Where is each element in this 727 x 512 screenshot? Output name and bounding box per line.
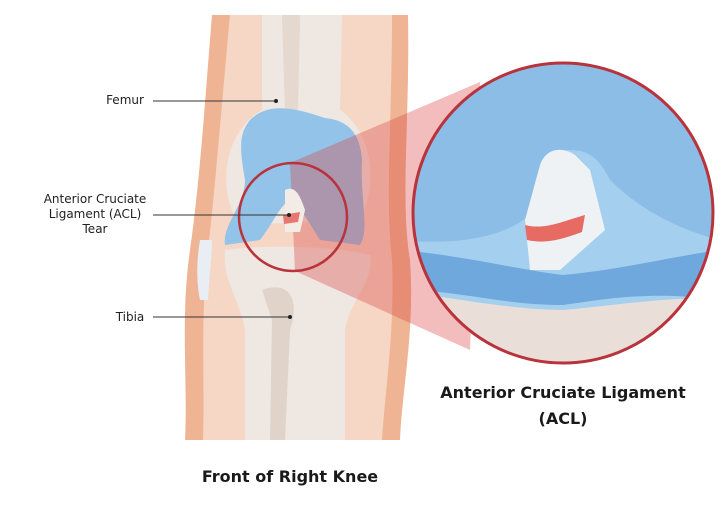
label-femur: Femur: [106, 93, 144, 107]
label-acl-tear: Anterior Cruciate Ligament (ACL) Tear: [40, 192, 150, 237]
label-tibia: Tibia: [115, 310, 145, 324]
magnify-circle-small: [237, 161, 349, 273]
caption-front-of-knee: Front of Right Knee: [201, 467, 379, 486]
caption-acl-line1: Anterior Cruciate Ligament: [440, 383, 686, 402]
caption-acl-line2: (ACL): [538, 409, 588, 428]
label-acl-line1: Anterior Cruciate: [43, 192, 147, 206]
femur-cartilage: [224, 108, 365, 245]
magnify-circle-large: [411, 61, 715, 365]
tibia-bone: [224, 246, 371, 440]
ligament-side: [197, 240, 212, 300]
label-acl-line3: Tear: [82, 222, 108, 236]
label-acl-line2: Ligament (ACL): [48, 207, 142, 221]
